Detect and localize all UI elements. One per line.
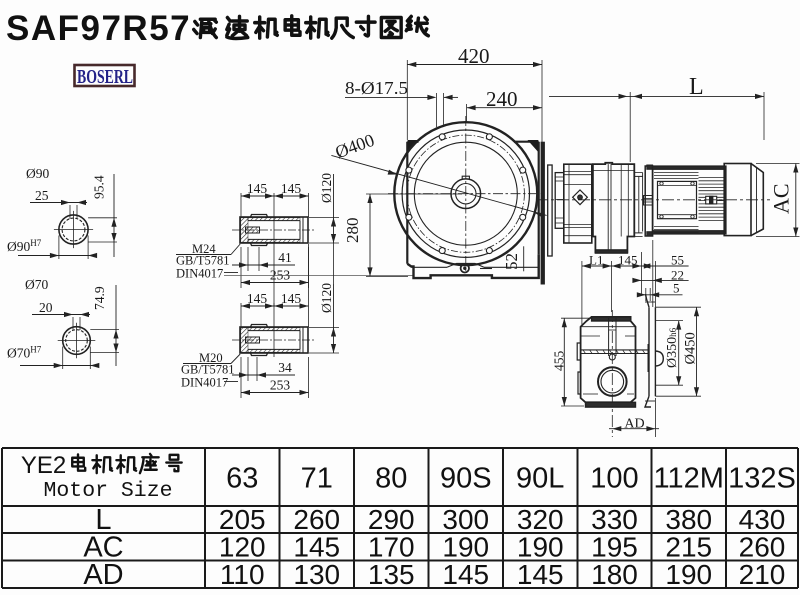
svg-text:215: 215 <box>665 531 712 562</box>
svg-text:90S: 90S <box>440 463 492 495</box>
svg-text:130: 130 <box>293 559 340 590</box>
svg-text:25: 25 <box>35 188 49 203</box>
svg-text:300: 300 <box>442 504 489 535</box>
svg-text:M24: M24 <box>192 242 216 256</box>
svg-text:95.4: 95.4 <box>92 175 107 199</box>
svg-text:63: 63 <box>226 463 258 495</box>
svg-text:260: 260 <box>293 504 340 535</box>
svg-text:120: 120 <box>219 531 266 562</box>
svg-text:180: 180 <box>591 559 638 590</box>
svg-text:190: 190 <box>517 531 564 562</box>
svg-text:GB/T5781: GB/T5781 <box>176 254 229 268</box>
svg-text:145: 145 <box>247 291 268 306</box>
svg-text:Ø400: Ø400 <box>333 130 377 162</box>
svg-text:AC: AC <box>83 531 123 563</box>
svg-text:AD: AD <box>83 559 123 591</box>
svg-text:80: 80 <box>375 463 407 495</box>
svg-text:110: 110 <box>220 559 265 590</box>
svg-text:320: 320 <box>517 504 564 535</box>
svg-text:BOSERL: BOSERL <box>77 67 133 88</box>
svg-text:Ø70H7: Ø70H7 <box>7 345 42 361</box>
svg-text:71: 71 <box>301 463 333 495</box>
svg-text:253: 253 <box>270 378 291 393</box>
svg-text:41: 41 <box>278 250 292 265</box>
svg-text:M20: M20 <box>199 351 223 365</box>
svg-text:Ø90H7: Ø90H7 <box>7 238 42 254</box>
svg-text:Ø350h6: Ø350h6 <box>665 327 680 368</box>
svg-text:Ø120: Ø120 <box>319 283 334 313</box>
svg-text:55: 55 <box>671 253 684 268</box>
svg-text:20: 20 <box>39 300 53 315</box>
svg-text:Ø120: Ø120 <box>319 173 334 203</box>
svg-text:Ø90: Ø90 <box>26 166 49 181</box>
svg-text:253: 253 <box>270 268 291 283</box>
svg-text:330: 330 <box>591 504 638 535</box>
svg-text:135: 135 <box>368 559 415 590</box>
svg-text:Ø70: Ø70 <box>25 277 48 292</box>
svg-text:145: 145 <box>442 559 489 590</box>
svg-text:132S: 132S <box>728 463 796 495</box>
svg-text:L: L <box>689 74 704 100</box>
svg-text:AD: AD <box>624 417 644 432</box>
svg-text:430: 430 <box>739 504 786 535</box>
svg-text:100: 100 <box>590 463 638 495</box>
svg-text:145: 145 <box>293 531 340 562</box>
svg-text:AC: AC <box>769 183 794 214</box>
svg-text:DIN4017: DIN4017 <box>181 376 228 390</box>
svg-text:112M: 112M <box>654 463 724 495</box>
svg-text:145: 145 <box>281 181 302 196</box>
svg-text:8-Ø17.5: 8-Ø17.5 <box>345 78 408 98</box>
svg-text:240: 240 <box>486 87 518 111</box>
svg-text:190: 190 <box>665 559 712 590</box>
svg-text:Ø450: Ø450 <box>683 332 699 364</box>
svg-text:455: 455 <box>552 351 567 372</box>
svg-text:205: 205 <box>219 504 266 535</box>
svg-text:260: 260 <box>739 531 786 562</box>
svg-text:145: 145 <box>247 181 268 196</box>
svg-text:22: 22 <box>671 268 684 283</box>
svg-text:DIN4017: DIN4017 <box>176 267 223 281</box>
svg-text:145: 145 <box>281 291 302 306</box>
svg-text:420: 420 <box>458 44 490 68</box>
svg-text:195: 195 <box>591 531 638 562</box>
svg-text:34: 34 <box>278 360 292 375</box>
svg-text:170: 170 <box>368 531 415 562</box>
svg-text:380: 380 <box>665 504 712 535</box>
svg-text:145: 145 <box>517 559 564 590</box>
svg-text:290: 290 <box>368 504 415 535</box>
svg-text:GB/T5781: GB/T5781 <box>181 363 234 377</box>
svg-text:190: 190 <box>442 531 489 562</box>
svg-text:SAF97R57: SAF97R57 <box>6 9 191 48</box>
svg-text:5: 5 <box>673 281 680 296</box>
svg-text:210: 210 <box>739 559 786 590</box>
svg-text:L: L <box>95 504 111 536</box>
svg-text:52: 52 <box>502 253 521 270</box>
svg-text:L1: L1 <box>589 253 603 268</box>
svg-text:280: 280 <box>343 218 362 244</box>
svg-text:74.9: 74.9 <box>92 286 107 310</box>
svg-text:90L: 90L <box>516 463 564 495</box>
